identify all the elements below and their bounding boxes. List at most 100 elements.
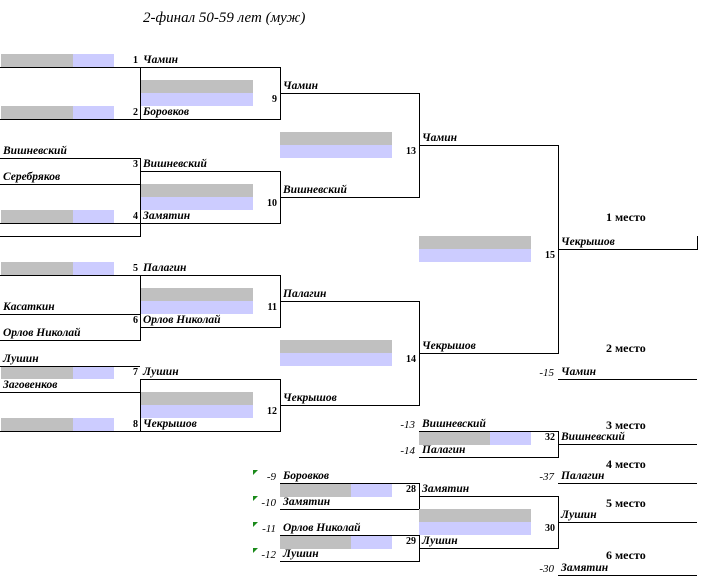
loser-ref: -14 — [400, 445, 415, 457]
empty-slot-gray — [141, 80, 253, 93]
winner-name: Чекрышов — [561, 236, 615, 248]
player-name: Замятин — [283, 496, 331, 508]
player-name: Орлов Николай — [283, 522, 361, 534]
player-name: Боровков — [283, 470, 329, 482]
empty-slot-blue — [490, 432, 531, 445]
marker-icon — [253, 470, 258, 475]
match-number: 13 — [406, 146, 416, 157]
empty-slot-gray — [280, 340, 392, 353]
empty-slot-blue — [280, 145, 392, 158]
empty-slot-blue — [351, 484, 392, 497]
empty-slot-blue — [141, 197, 253, 210]
player-name: Касаткин — [3, 301, 55, 313]
match-number: 32 — [545, 432, 555, 443]
winner-name: Лушин — [143, 366, 179, 378]
empty-slot-blue — [73, 54, 114, 67]
winner-name: Чамин — [283, 80, 319, 92]
winner-name: Замятин — [561, 562, 609, 574]
empty-slot-gray — [141, 288, 253, 301]
empty-slot-gray — [1, 106, 73, 119]
winner-name: Чекрышов — [143, 418, 197, 430]
place-label: 1 место — [606, 210, 646, 224]
loser-ref: -10 — [261, 497, 276, 509]
empty-slot-gray — [1, 210, 73, 223]
winner-name: Палагин — [561, 470, 605, 482]
winner-name: Чекрышов — [283, 392, 337, 404]
place-label: 6 место — [606, 548, 646, 562]
match-number: 29 — [406, 536, 416, 547]
loser-ref: -13 — [400, 419, 415, 431]
empty-slot-blue — [73, 262, 114, 275]
loser-ref: -37 — [539, 471, 554, 483]
empty-slot-gray — [280, 536, 351, 549]
match-number: 9 — [272, 94, 277, 105]
empty-slot-blue — [73, 366, 114, 379]
match-number: 2 — [133, 107, 138, 118]
winner-name: Орлов Николай — [143, 314, 221, 326]
page-title: 2-финал 50-59 лет (муж) — [143, 10, 306, 26]
loser-ref: -15 — [539, 367, 554, 379]
match-number: 1 — [133, 55, 138, 66]
empty-slot-blue — [141, 301, 253, 314]
player-name: Вишневский — [422, 418, 486, 430]
winner-name: Замятин — [143, 210, 191, 222]
loser-ref: -9 — [266, 471, 276, 483]
winner-name: Вишневский — [143, 158, 207, 170]
empty-slot-blue — [351, 536, 392, 549]
empty-slot-blue — [73, 210, 114, 223]
empty-slot-blue — [141, 93, 253, 106]
loser-ref: -30 — [539, 563, 554, 575]
empty-slot-gray — [419, 509, 531, 522]
place-label: 4 место — [606, 457, 646, 471]
place-label: 3 место — [606, 418, 646, 432]
winner-name: Чекрышов — [422, 340, 476, 352]
match-number: 4 — [133, 211, 138, 222]
match-number: 10 — [267, 198, 277, 209]
match-number: 5 — [133, 263, 138, 274]
place-label: 5 место — [606, 496, 646, 510]
empty-slot-gray — [419, 432, 490, 445]
match-number: 15 — [545, 250, 555, 261]
empty-slot-gray — [1, 418, 73, 431]
winner-name: Боровков — [143, 106, 189, 118]
marker-icon — [253, 496, 258, 501]
player-name: Лушин — [3, 353, 39, 365]
empty-slot-blue — [73, 106, 114, 119]
empty-slot-blue — [280, 353, 392, 366]
winner-name: Замятин — [422, 483, 470, 495]
player-name: Орлов Николай — [3, 327, 81, 339]
empty-slot-gray — [280, 484, 351, 497]
winner-name: Лушин — [561, 509, 597, 521]
empty-slot-gray — [1, 262, 73, 275]
player-name: Серебряков — [3, 171, 61, 183]
match-number: 14 — [406, 354, 416, 365]
empty-slot-blue — [419, 249, 531, 262]
match-number: 11 — [267, 302, 277, 313]
match-number: 6 — [133, 315, 138, 326]
player-name: Палагин — [422, 444, 466, 456]
match-number: 8 — [133, 419, 138, 430]
player-name: Вишневский — [3, 145, 67, 157]
loser-ref: -12 — [261, 549, 276, 561]
empty-slot-gray — [141, 184, 253, 197]
empty-slot-gray — [280, 132, 392, 145]
marker-icon — [253, 522, 258, 527]
winner-name: Лушин — [422, 535, 458, 547]
winner-name: Чамин — [561, 366, 597, 378]
winner-name: Вишневский — [561, 431, 625, 443]
place-label: 2 место — [606, 341, 646, 355]
marker-icon — [253, 548, 258, 553]
match-number: 30 — [545, 523, 555, 534]
player-name: Заговенков — [3, 379, 58, 391]
winner-name: Чамин — [143, 54, 179, 66]
empty-slot-blue — [419, 522, 531, 535]
winner-name: Палагин — [283, 288, 327, 300]
empty-slot-blue — [141, 405, 253, 418]
match-number: 28 — [406, 484, 416, 495]
match-number: 7 — [133, 367, 138, 378]
empty-slot-blue — [73, 418, 114, 431]
loser-ref: -11 — [262, 523, 276, 535]
match-number: 12 — [267, 406, 277, 417]
winner-name: Вишневский — [283, 184, 347, 196]
winner-name: Палагин — [143, 262, 187, 274]
